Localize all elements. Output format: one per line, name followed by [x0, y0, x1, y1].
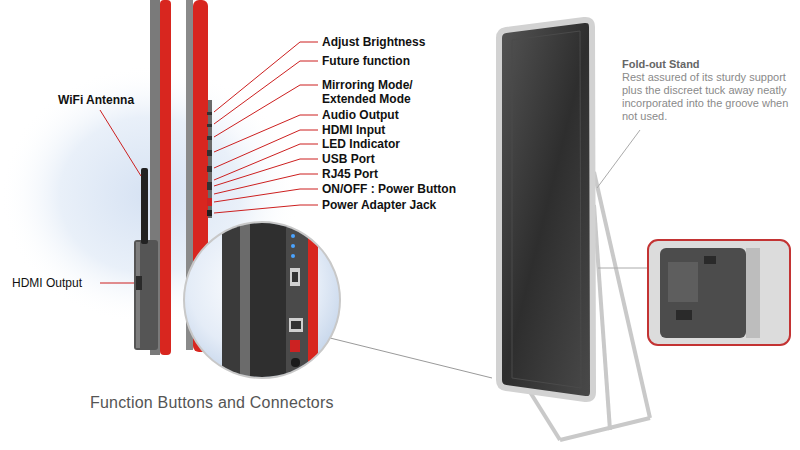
leader-lines — [100, 110, 141, 283]
magnifier-line — [330, 338, 492, 378]
port-label: USB Port — [322, 152, 492, 166]
port-label: Power Adapter Jack — [322, 198, 492, 212]
port-label: Future function — [322, 54, 492, 68]
magnifier — [184, 210, 340, 390]
port-label: ON/OFF : Power Button — [322, 182, 492, 196]
callout-line — [597, 130, 640, 188]
part-label: WiFi Antenna — [58, 93, 168, 107]
feature-note: Rest assured of its sturdy support plus … — [622, 71, 792, 123]
leader-lines — [214, 42, 318, 213]
callout-line — [598, 268, 648, 269]
port-label: HDMI Input — [322, 123, 492, 137]
inset-detail — [648, 240, 790, 345]
port-label: Audio Output — [322, 108, 492, 122]
part-label: HDMI Output — [12, 276, 112, 290]
port-label: Adjust Brightness — [322, 35, 492, 49]
wifi-antenna — [141, 168, 148, 244]
port-label: RJ45 Port — [322, 167, 492, 181]
port-label: LED Indicator — [322, 137, 492, 151]
section-title: Function Buttons and Connectors — [90, 396, 334, 410]
feature-heading: Fold-out Stand — [622, 57, 792, 71]
port-label: Mirroring Mode/ Extended Mode — [322, 78, 442, 106]
